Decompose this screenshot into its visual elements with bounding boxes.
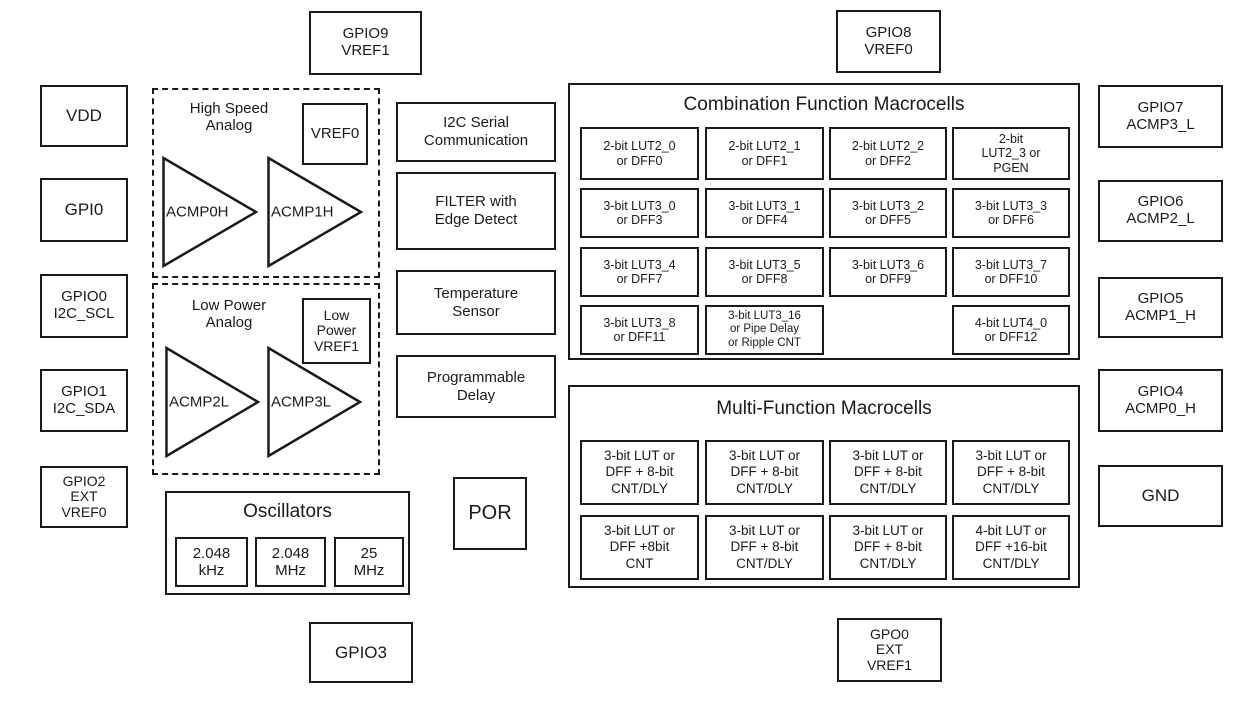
acmp2l-label: ACMP2L [169, 393, 230, 411]
acmp1h-label: ACMP1H [271, 203, 334, 221]
multifunction-macrocells-group: Multi-Function Macrocells 3-bit LUT or D… [568, 385, 1080, 588]
multi-cell-2: 3-bit LUT or DFF + 8-bit CNT/DLY [829, 440, 947, 505]
comb-cell-lut3-3: 3-bit LUT3_3 or DFF6 [952, 188, 1070, 238]
acmp2l-comparator: ACMP2L [165, 346, 260, 458]
port-gpio7-acmp3-l: GPIO7 ACMP3_L [1098, 85, 1223, 148]
acmp1h-comparator: ACMP1H [267, 156, 363, 268]
acmp0h-label: ACMP0H [166, 203, 229, 221]
comb-cell-lut2-1: 2-bit LUT2_1 or DFF1 [705, 127, 824, 180]
osc-2048-mhz: 2.048 MHz [255, 537, 326, 587]
multi-cell-7: 4-bit LUT or DFF +16-bit CNT/DLY [952, 515, 1070, 580]
multi-cell-4: 3-bit LUT or DFF +8bit CNT [580, 515, 699, 580]
low-power-vref1-block: Low Power VREF1 [302, 298, 371, 364]
port-vdd: VDD [40, 85, 128, 147]
high-speed-analog-group: High Speed Analog VREF0 ACMP0H ACMP1H [152, 88, 380, 278]
comb-cell-lut4-0: 4-bit LUT4_0 or DFF12 [952, 305, 1070, 355]
port-gpio1-i2c-sda: GPIO1 I2C_SDA [40, 369, 128, 432]
vref0-block: VREF0 [302, 103, 368, 165]
low-power-analog-group: Low Power Analog Low Power VREF1 ACMP2L … [152, 283, 380, 475]
comb-cell-lut3-8: 3-bit LUT3_8 or DFF11 [580, 305, 699, 355]
acmp3l-label: ACMP3L [271, 393, 332, 411]
osc-2048-khz: 2.048 kHz [175, 537, 248, 587]
high-speed-analog-title: High Speed Analog [189, 100, 269, 135]
port-gpio8-vref0: GPIO8 VREF0 [836, 10, 941, 73]
acmp3l-comparator: ACMP3L [267, 346, 362, 458]
port-gpio6-acmp2-l: GPIO6 ACMP2_L [1098, 180, 1223, 242]
comb-cell-lut3-16: 3-bit LUT3_16 or Pipe Delay or Ripple CN… [705, 305, 824, 355]
comb-cell-lut3-6: 3-bit LUT3_6 or DFF9 [829, 247, 947, 297]
osc-25-mhz: 25 MHz [334, 537, 404, 587]
multi-cell-1: 3-bit LUT or DFF + 8-bit CNT/DLY [705, 440, 824, 505]
comb-cell-lut2-2: 2-bit LUT2_2 or DFF2 [829, 127, 947, 180]
port-gnd: GND [1098, 465, 1223, 527]
oscillators-group: Oscillators 2.048 kHz 2.048 MHz 25 MHz [165, 491, 410, 595]
multifunction-macrocells-title: Multi-Function Macrocells [716, 398, 932, 419]
filter-edge-detect-block: FILTER with Edge Detect [396, 172, 556, 250]
low-power-analog-title: Low Power Analog [191, 297, 267, 332]
port-gpo0-ext-vref1: GPO0 EXT VREF1 [837, 618, 942, 682]
comb-cell-lut2-0: 2-bit LUT2_0 or DFF0 [580, 127, 699, 180]
multi-cell-5: 3-bit LUT or DFF + 8-bit CNT/DLY [705, 515, 824, 580]
comb-cell-lut3-7: 3-bit LUT3_7 or DFF10 [952, 247, 1070, 297]
port-gpi0: GPI0 [40, 178, 128, 242]
i2c-serial-communication-block: I2C Serial Communication [396, 102, 556, 162]
comparator-triangle-icon [267, 156, 363, 268]
comb-cell-lut2-3-pgen: 2-bit LUT2_3 or PGEN [952, 127, 1070, 180]
temperature-sensor-block: Temperature Sensor [396, 270, 556, 335]
comb-cell-lut3-2: 3-bit LUT3_2 or DFF5 [829, 188, 947, 238]
por-block: POR [453, 477, 527, 550]
multi-cell-6: 3-bit LUT or DFF + 8-bit CNT/DLY [829, 515, 947, 580]
comparator-triangle-icon [267, 346, 362, 458]
programmable-delay-block: Programmable Delay [396, 355, 556, 418]
acmp0h-comparator: ACMP0H [162, 156, 258, 268]
port-gpio4-acmp0-h: GPIO4 ACMP0_H [1098, 369, 1223, 432]
port-gpio3: GPIO3 [309, 622, 413, 683]
comb-cell-lut3-4: 3-bit LUT3_4 or DFF7 [580, 247, 699, 297]
port-gpio0-i2c-scl: GPIO0 I2C_SCL [40, 274, 128, 338]
combination-macrocells-title: Combination Function Macrocells [683, 94, 965, 115]
comparator-triangle-icon [162, 156, 258, 268]
multi-cell-0: 3-bit LUT or DFF + 8-bit CNT/DLY [580, 440, 699, 505]
comb-cell-lut3-5: 3-bit LUT3_5 or DFF8 [705, 247, 824, 297]
port-gpio9-vref1: GPIO9 VREF1 [309, 11, 422, 75]
comb-cell-lut3-1: 3-bit LUT3_1 or DFF4 [705, 188, 824, 238]
port-gpio2-ext-vref0: GPIO2 EXT VREF0 [40, 466, 128, 528]
multi-cell-3: 3-bit LUT or DFF + 8-bit CNT/DLY [952, 440, 1070, 505]
oscillators-title: Oscillators [243, 501, 332, 522]
comb-cell-lut3-0: 3-bit LUT3_0 or DFF3 [580, 188, 699, 238]
comparator-triangle-icon [165, 346, 260, 458]
port-gpio5-acmp1-h: GPIO5 ACMP1_H [1098, 277, 1223, 338]
combination-macrocells-group: Combination Function Macrocells 2-bit LU… [568, 83, 1080, 360]
